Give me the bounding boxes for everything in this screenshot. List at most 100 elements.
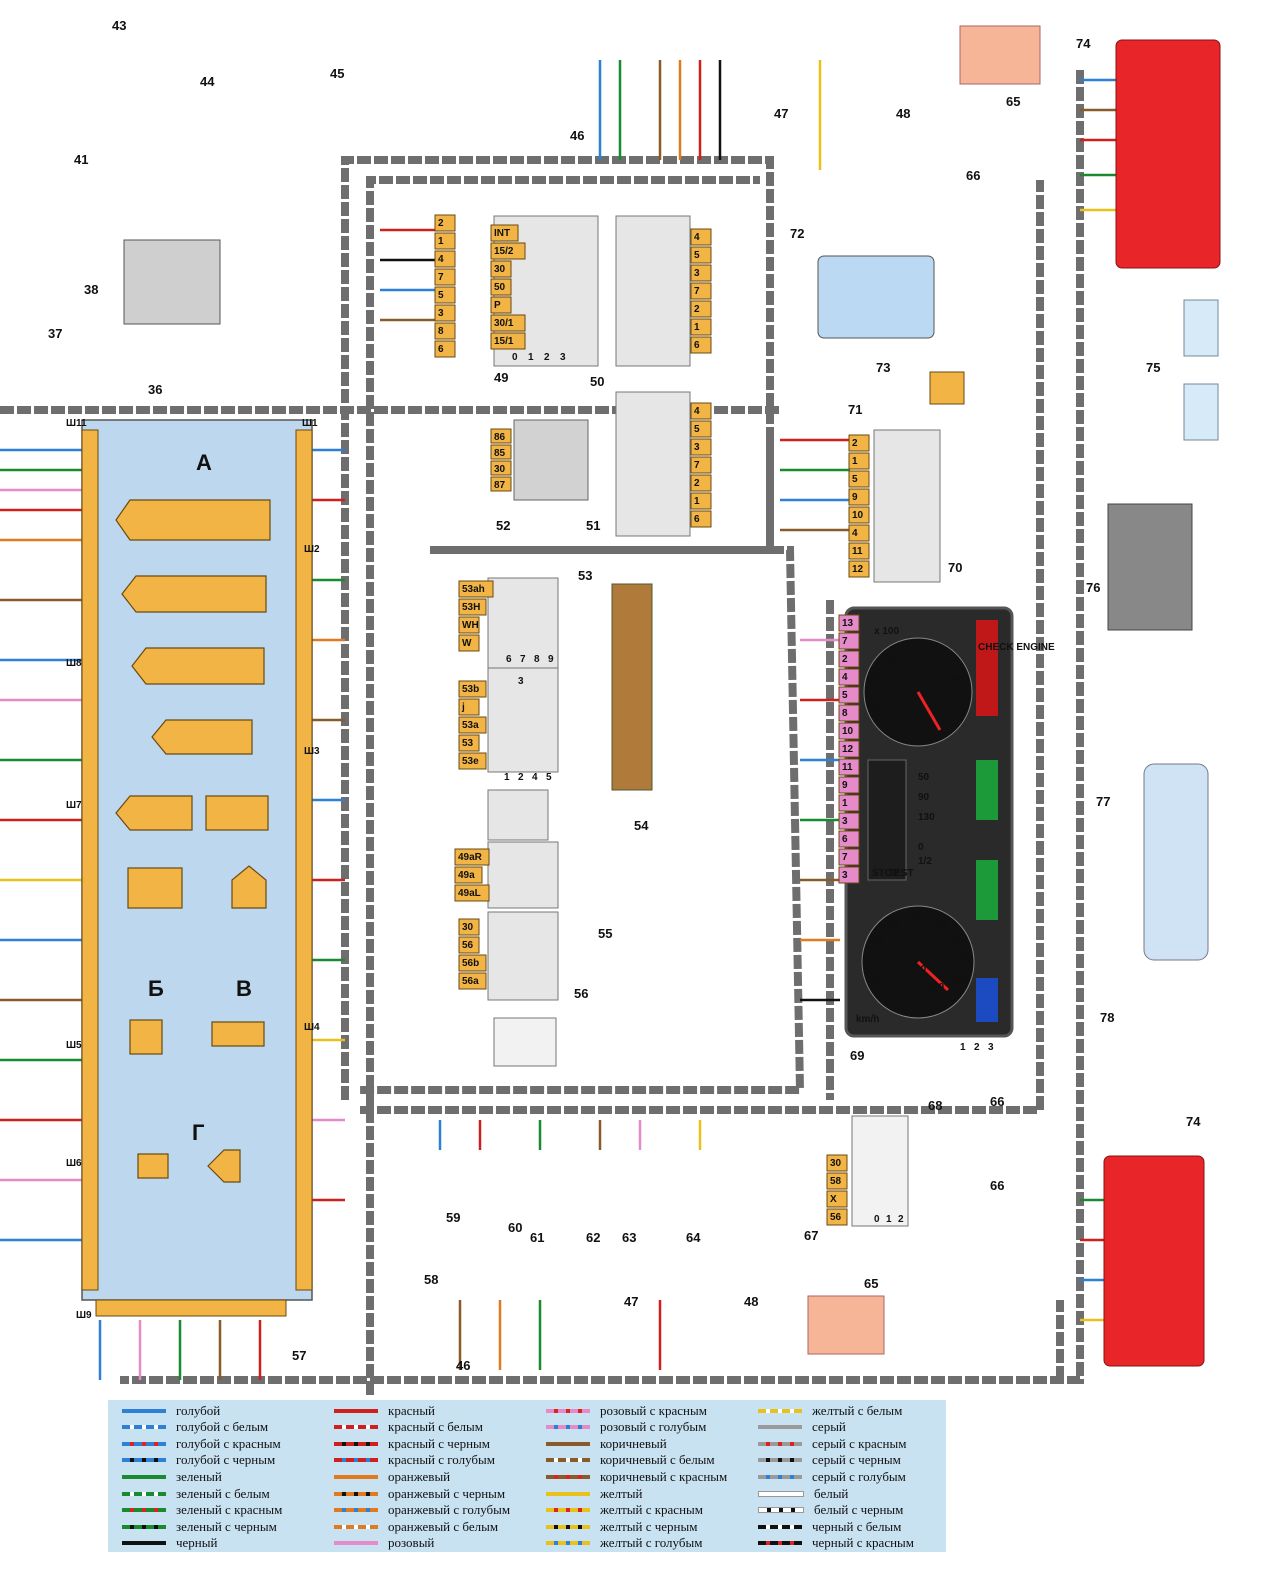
switch-49-term-pin-box — [490, 296, 512, 314]
light-switch-term-pin-box — [458, 954, 487, 972]
legend-swatch — [122, 1491, 166, 1496]
lamp-65-top — [959, 25, 1041, 85]
switch-53b-term-pin: 53b — [462, 684, 479, 695]
switch-49-num-pin: 7 — [438, 272, 444, 283]
switch-68-term-pin-box — [826, 1154, 848, 1172]
legend-item: зеленый с белым — [122, 1485, 270, 1502]
switch-51-pin-pin: 4 — [694, 406, 700, 417]
cluster-69-pin-pin: 10 — [842, 726, 854, 737]
legend-item: голубой с красным — [122, 1435, 281, 1452]
switch-51-pin-pin: 2 — [694, 478, 700, 489]
switch-49-num-pin-box — [434, 232, 456, 250]
cluster-69-pin-pin: 11 — [842, 762, 853, 773]
switch-50-pin-pin: 6 — [694, 340, 700, 351]
legend-swatch — [334, 1508, 378, 1513]
block-letter-v: В — [236, 976, 252, 1001]
switch-71-pin-pin-box — [848, 506, 870, 524]
legend-item: красный с черным — [334, 1435, 490, 1452]
legend-swatch — [546, 1458, 590, 1463]
cluster-69-pin-pin: 3 — [842, 816, 848, 827]
legend-item: розовый — [334, 1535, 434, 1552]
cluster-69-pin-pin-box — [838, 722, 860, 740]
legend-label: коричневый с красным — [600, 1468, 728, 1484]
legend-swatch — [122, 1425, 166, 1430]
speed-scale-label: 180 — [950, 975, 967, 986]
switch-50-pin-pin: 3 — [694, 268, 700, 279]
cluster-69-pin-pin-box — [838, 668, 860, 686]
horn-switch-body — [487, 789, 549, 841]
switch-53-term-pin-box — [458, 616, 480, 634]
switch-49-num-pin-box — [434, 286, 456, 304]
switch-49-term-pin: 30/1 — [494, 318, 514, 329]
legend-item: коричневый с красным — [546, 1468, 727, 1485]
component-label-c57: 57 — [292, 1348, 306, 1363]
switch-49-num-pin: 1 — [438, 236, 444, 247]
connector-group-sh11: Ш11 — [66, 418, 87, 429]
relay-52-body — [513, 419, 589, 501]
component-label-c55: 55 — [598, 926, 612, 941]
legend-swatch — [546, 1491, 590, 1496]
switch-49-term-pin-box — [490, 260, 512, 278]
temp-scale-label: 50 — [918, 772, 930, 783]
legend-label: коричневый с белым — [600, 1452, 715, 1468]
stop-label: STOP — [872, 868, 899, 879]
legend-swatch — [546, 1408, 590, 1413]
legend-label: черный — [176, 1535, 218, 1551]
speed-scale-label: 60 — [872, 936, 884, 947]
component-label-c54: 54 — [634, 818, 649, 833]
legend-item: красный с голубым — [334, 1452, 495, 1469]
legend-swatch — [334, 1541, 378, 1546]
connector-group-sh2: Ш2 — [304, 544, 320, 555]
legend-item: оранжевый — [334, 1468, 450, 1485]
instrument-cluster-69 — [844, 606, 1014, 1038]
switch-49-term-pin: INT — [494, 228, 510, 239]
switch-53-term-pin: WH — [462, 620, 479, 631]
tach-scale-label: 70 — [954, 702, 966, 713]
legend-swatch — [334, 1458, 378, 1463]
legend-swatch — [334, 1441, 378, 1446]
cluster-69-pin-pin-box — [838, 776, 860, 794]
switch-49-term-pin: 30 — [494, 264, 506, 275]
turn-switch-term-pin-box — [454, 848, 490, 866]
component-label-c64: 64 — [686, 1230, 701, 1245]
switch-71-pin-pin-box — [848, 434, 870, 452]
component-label-c48t: 48 — [896, 106, 910, 121]
switch-51-pin-pin-box — [690, 420, 712, 438]
legend-item: черный с белым — [758, 1518, 901, 1535]
legend-swatch — [122, 1408, 166, 1413]
switch-71-pin-pin-box — [848, 524, 870, 542]
switch-49-num-pin-box — [434, 214, 456, 232]
legend-label: голубой с белым — [176, 1419, 269, 1435]
legend-item: серый с голубым — [758, 1468, 906, 1485]
temp-scale-label: 90 — [918, 792, 930, 803]
legend-item: белый — [758, 1485, 848, 1502]
legend-label: оранжевый с черным — [388, 1485, 506, 1501]
turn-switch-term-pin-box — [454, 866, 483, 884]
block-letter-b: Б — [148, 976, 164, 1001]
speed-scale-label: 20 — [871, 978, 883, 989]
light-switch-term-pin: 56 — [462, 940, 474, 951]
switch-49-num-pin: 4 — [438, 254, 444, 265]
switch-53b-pos: 1 — [504, 772, 510, 783]
component-label-c36: 36 — [148, 382, 162, 397]
legend-item: черный с красным — [758, 1535, 914, 1552]
light-switch-term-pin-box — [458, 918, 480, 936]
legend-swatch — [334, 1408, 378, 1413]
component-label-c68: 68 — [928, 1098, 942, 1113]
component-label-c78: 78 — [1100, 1010, 1114, 1025]
switch-53-term-pin: 53ah — [462, 584, 485, 595]
switch-49-num-pin-box — [434, 268, 456, 286]
switch-51-pin-pin: 3 — [694, 442, 700, 453]
component-label-c61: 61 — [530, 1230, 544, 1245]
legend-item: зеленый — [122, 1468, 222, 1485]
legend-label: коричневый — [600, 1435, 667, 1451]
component-label-c74t: 74 — [1076, 36, 1091, 51]
switch-49-pos: 1 — [528, 352, 534, 363]
tach-scale-label: 30 — [886, 652, 898, 663]
legend-item: зеленый с черным — [122, 1518, 277, 1535]
legend-item: коричневый с белым — [546, 1452, 715, 1469]
component-label-c60: 60 — [508, 1220, 522, 1235]
switch-51-pin-pin-box — [690, 474, 712, 492]
